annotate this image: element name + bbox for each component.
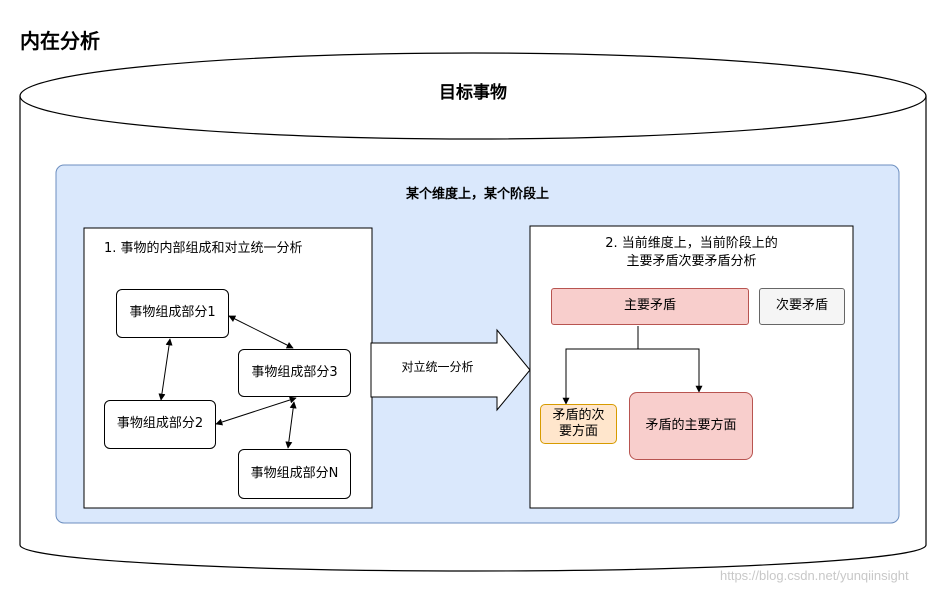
arrow-part1-part3 xyxy=(228,315,294,349)
right-panel xyxy=(529,225,854,509)
secondary-aspect-line2: 要方面 xyxy=(558,424,598,439)
right-panel-title: 2. 当前维度上，当前阶段上的 主要矛盾次要矛盾分析 xyxy=(530,235,853,271)
arrow-label: 对立统一分析 xyxy=(401,360,474,374)
right-panel-title-line1: 2. 当前维度上，当前阶段上的 xyxy=(605,236,778,251)
secondary-aspect-line1: 矛盾的次 xyxy=(552,407,605,423)
main-aspect-box: 矛盾的主要方面 xyxy=(629,392,753,460)
right-panel-title-line2: 主要矛盾次要矛盾分析 xyxy=(626,254,757,270)
arrow-part1-part2 xyxy=(158,338,173,401)
arrow-part2-part3 xyxy=(215,396,297,426)
left-panel-title: 1. 事物的内部组成和对立统一分析 xyxy=(104,241,303,256)
main-contradiction-box: 主要矛盾 xyxy=(551,288,749,325)
block-arrow xyxy=(370,328,531,412)
node-part-2: 事物组成部分2 xyxy=(104,400,216,449)
page-title: 内在分析 xyxy=(20,29,100,53)
cylinder-title: 目标事物 xyxy=(439,83,507,103)
connector-main-to-aspects xyxy=(562,326,639,405)
secondary-aspect-box: 矛盾的次 要方面 xyxy=(540,404,617,444)
secondary-contradiction-box: 次要矛盾 xyxy=(759,288,845,325)
node-part-1: 事物组成部分1 xyxy=(116,289,229,338)
group-title: 某个维度上，某个阶段上 xyxy=(405,187,549,202)
node-part-n: 事物组成部分N xyxy=(238,449,351,499)
node-part-3: 事物组成部分3 xyxy=(238,349,351,397)
connector-main-to-main-aspect xyxy=(638,348,703,393)
watermark: https://blog.csdn.net/yunqiinsight xyxy=(720,568,909,583)
arrow-part3-partN xyxy=(285,401,297,449)
cylinder-top xyxy=(19,52,927,140)
